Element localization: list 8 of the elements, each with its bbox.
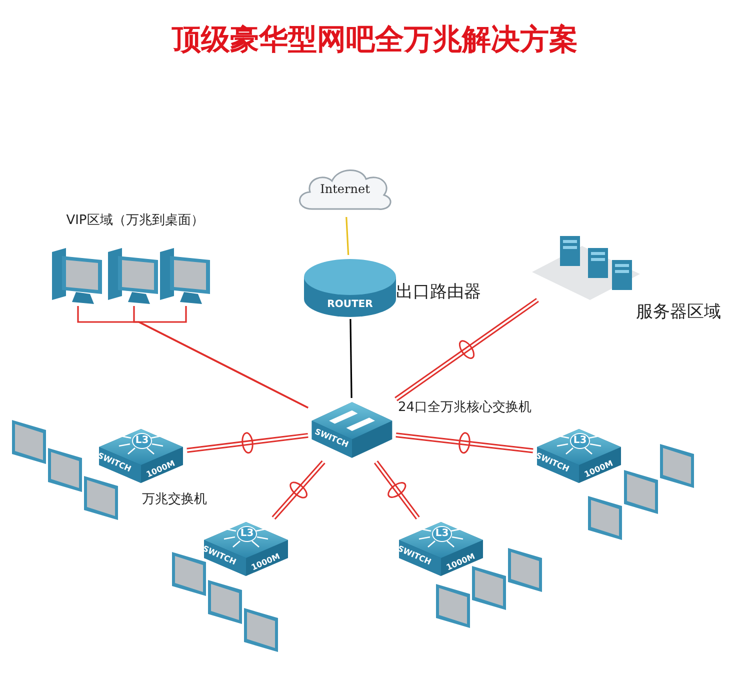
- device-label: ROUTER: [326, 299, 374, 310]
- node-caption: 出口路由器: [396, 281, 481, 303]
- title: 顶级豪华型网吧全万兆解决方案: [170, 21, 579, 58]
- node-label: Internet: [319, 182, 371, 196]
- node-caption: 服务器区域: [636, 301, 721, 323]
- area-label: VIP区域（万兆到桌面）: [65, 212, 205, 230]
- node-caption: 万兆交换机: [142, 491, 207, 508]
- node-caption: 24口全万兆核心交换机: [398, 399, 532, 416]
